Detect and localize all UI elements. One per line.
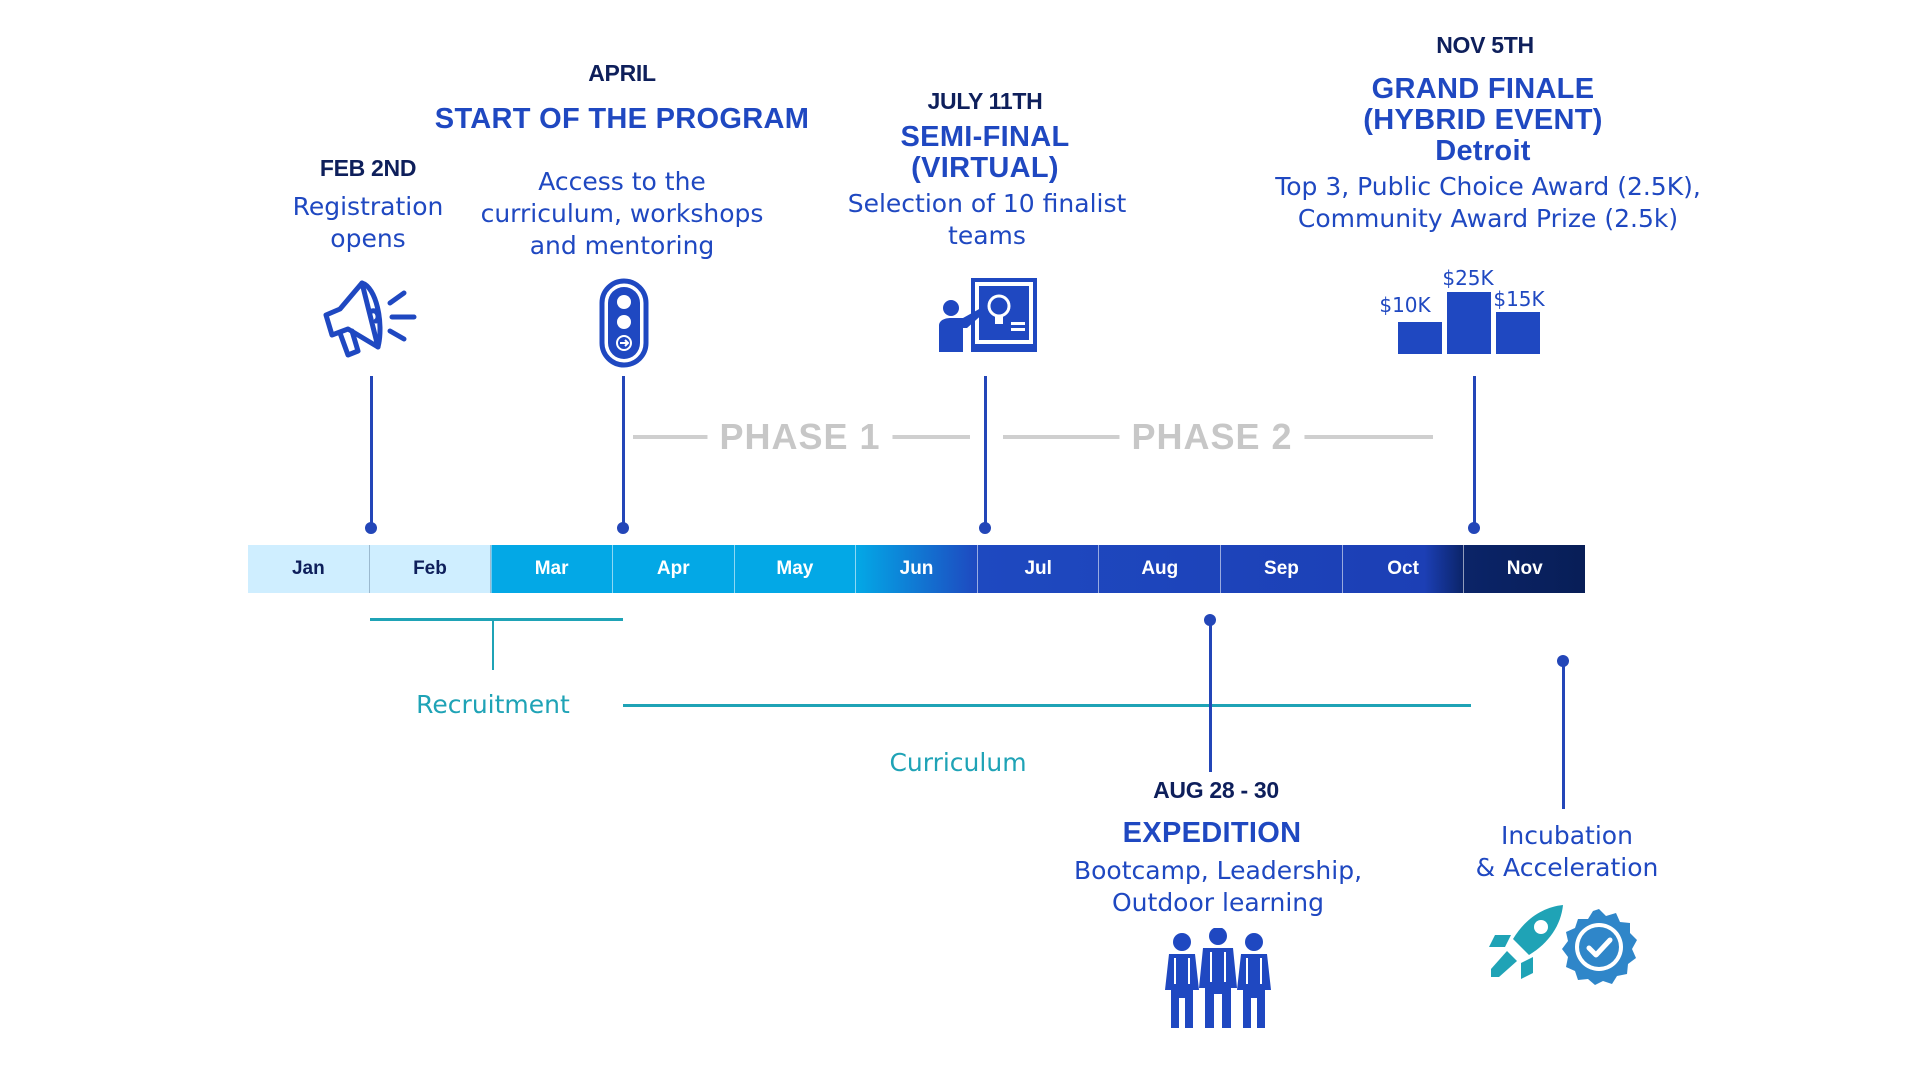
podium-right-block bbox=[1496, 312, 1540, 354]
month-sep: Sep bbox=[1221, 545, 1343, 593]
curriculum-line bbox=[623, 704, 1471, 707]
finale-date: NOV 5TH bbox=[1436, 32, 1534, 58]
month-feb: Feb bbox=[370, 545, 492, 593]
month-mar: Mar bbox=[491, 545, 613, 593]
start-connector bbox=[622, 376, 625, 528]
registration-date: FEB 2ND bbox=[319, 155, 417, 181]
megaphone-icon bbox=[323, 280, 417, 358]
finale-title: GRAND FINALE (HYBRID EVENT) Detroit bbox=[1363, 73, 1603, 167]
incubation-connector bbox=[1562, 661, 1565, 809]
start-marker bbox=[617, 522, 629, 534]
finale-desc: Top 3, Public Choice Award (2.5K), Commu… bbox=[1275, 172, 1701, 233]
registration-marker bbox=[365, 522, 377, 534]
podium-middle-block bbox=[1447, 292, 1491, 354]
month-jul: Jul bbox=[978, 545, 1100, 593]
month-oct: Oct bbox=[1343, 545, 1465, 593]
month-jun: Jun bbox=[856, 545, 978, 593]
verified-badge-icon bbox=[1562, 909, 1637, 985]
semifinal-desc: Selection of 10 finalist teams bbox=[847, 189, 1127, 250]
month-aug: Aug bbox=[1099, 545, 1222, 593]
expedition-desc: Bootcamp, Leadership, Outdoor learning bbox=[1073, 856, 1363, 917]
prize-left: $10K bbox=[1379, 293, 1431, 317]
month-nov: Nov bbox=[1506, 558, 1543, 579]
podium-left-block bbox=[1398, 322, 1442, 354]
start-title: START OF THE PROGRAM bbox=[434, 103, 810, 135]
expedition-date: AUG 28 - 30 bbox=[1153, 777, 1279, 803]
incubation-desc: Incubation & Acceleration bbox=[1475, 821, 1659, 882]
curriculum-label: Curriculum bbox=[889, 748, 1027, 777]
group-hikers-icon bbox=[1165, 928, 1271, 1028]
phase1-label: PHASE 1 bbox=[707, 416, 893, 458]
rocket-icon bbox=[1489, 905, 1563, 979]
finale-marker bbox=[1468, 522, 1480, 534]
month-apr: Apr bbox=[613, 545, 735, 593]
registration-desc: Registration opens bbox=[292, 192, 444, 253]
month-jan: Jan bbox=[248, 545, 370, 593]
semifinal-marker bbox=[979, 522, 991, 534]
finale-connector bbox=[1473, 376, 1476, 528]
month-timeline: Jan Feb Mar Apr May Jun Jul Aug Sep Oct … bbox=[248, 545, 1585, 593]
recruitment-label: Recruitment bbox=[416, 690, 570, 719]
recruitment-bracket-stem bbox=[492, 618, 494, 670]
semifinal-title: SEMI-FINAL (VIRTUAL) bbox=[900, 121, 1070, 184]
prize-middle: $25K bbox=[1442, 266, 1494, 290]
prize-right: $15K bbox=[1493, 287, 1545, 311]
start-desc: Access to the curriculum, workshops and … bbox=[480, 167, 764, 260]
recruitment-bracket bbox=[370, 618, 623, 621]
presentation-icon bbox=[939, 278, 1037, 352]
semifinal-date: JULY 11TH bbox=[927, 88, 1043, 114]
expedition-connector bbox=[1209, 620, 1212, 772]
semifinal-connector bbox=[984, 376, 987, 528]
start-date: APRIL bbox=[588, 60, 656, 86]
phase2-label: PHASE 2 bbox=[1119, 416, 1305, 458]
registration-connector bbox=[370, 376, 373, 528]
month-may: May bbox=[735, 545, 857, 593]
traffic-light-icon bbox=[599, 278, 649, 368]
expedition-title: EXPEDITION bbox=[1122, 817, 1302, 849]
